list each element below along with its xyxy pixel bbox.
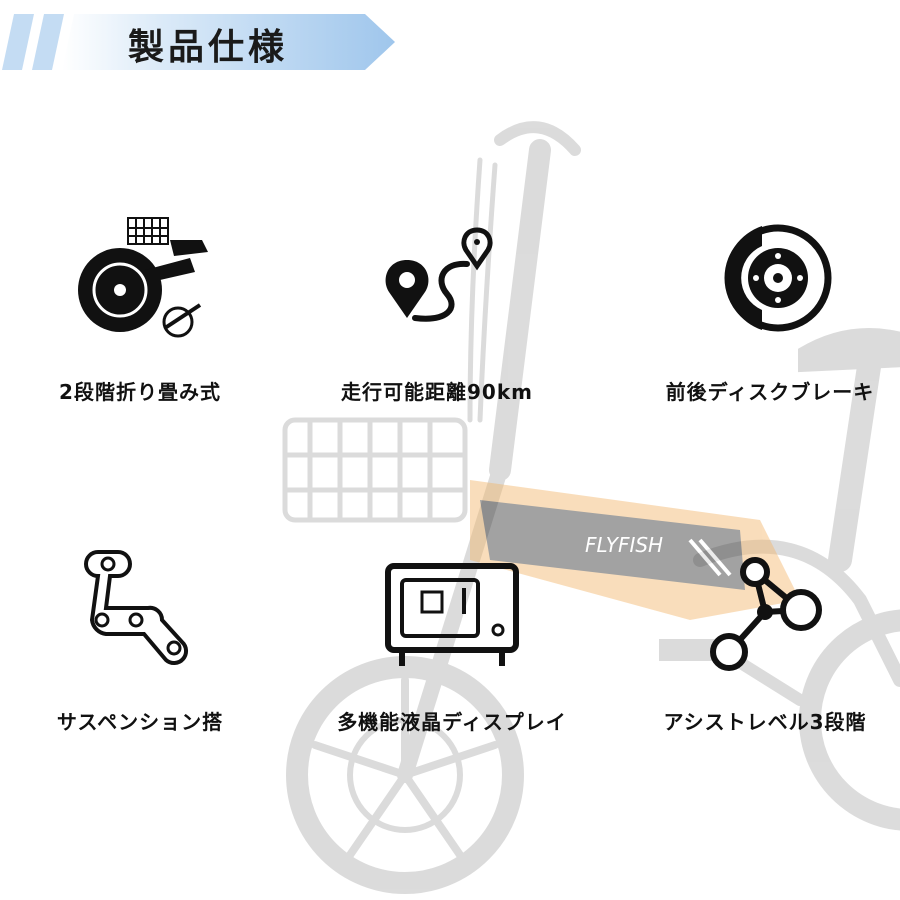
display-screen-icon [385,563,519,666]
feature-label: 走行可能距離90km [341,380,533,404]
feature-display: 多機能液晶ディスプレイ [322,540,582,735]
folded-bike-icon [78,217,208,338]
route-pin-icon [385,227,493,322]
feature-suspension: サスペンション搭 [10,540,270,735]
disc-brake-icon [724,224,832,332]
header-banner [2,14,395,70]
feature-assist: アシストレベル3段階 [635,540,895,735]
feature-label: 前後ディスクブレーキ [665,380,875,404]
chain-link-icon [84,550,189,666]
feature-label: サスペンション搭 [56,710,224,734]
feature-range: 走行可能距離90km [307,210,567,405]
page-title: 製品仕様 [128,27,289,68]
assist-nodes-icon [710,557,822,671]
feature-folding: 2段階折り畳み式 [10,210,270,405]
feature-label: アシストレベル3段階 [663,710,867,734]
feature-label: 2段階折り畳み式 [59,380,221,404]
feature-brake: 前後ディスクブレーキ [640,210,900,405]
bike-brand-text: FLYFISH [585,533,663,557]
feature-label: 多機能液晶ディスプレイ [337,710,567,734]
